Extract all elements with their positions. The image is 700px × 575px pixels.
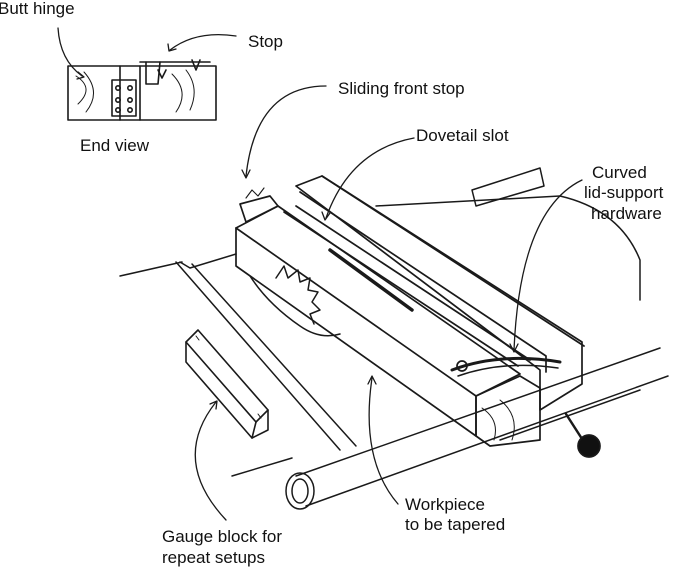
label-stop: Stop <box>248 32 283 51</box>
label-dovetail-slot: Dovetail slot <box>416 126 509 145</box>
leader-sliding-front-stop <box>245 85 327 177</box>
end-view-outline <box>67 65 217 121</box>
butt-hinge-shape <box>111 79 137 117</box>
taper-sled <box>235 175 601 458</box>
leader-workpiece <box>368 377 399 505</box>
end-view-inset <box>67 59 217 121</box>
label-workpiece-1: Workpiece <box>405 495 485 514</box>
saw-blade <box>275 265 321 325</box>
curved-lid-support <box>450 356 562 372</box>
label-curved-hardware-3: hardware <box>591 204 662 223</box>
blade-insert <box>249 275 341 337</box>
end-view-wood-grain <box>75 69 195 113</box>
leader-dovetail-slot <box>325 137 415 219</box>
table-right-edge <box>375 195 641 301</box>
label-workpiece-2: to be tapered <box>405 515 506 534</box>
sled-end-block <box>475 375 541 447</box>
miter-slot <box>175 261 357 451</box>
label-sliding-front-stop: Sliding front stop <box>338 79 465 98</box>
leader-gauge-block <box>194 401 227 521</box>
leader-arrows <box>57 27 583 521</box>
label-butt-hinge: Butt hinge <box>0 0 75 18</box>
rear-rail <box>471 167 545 207</box>
dovetail-slot <box>283 205 531 367</box>
label-end-view: End view <box>80 136 149 155</box>
rail-tube-end <box>285 472 315 510</box>
sled-right-board <box>295 175 583 411</box>
label-curved-hardware-1: Curved <box>592 163 647 182</box>
label-gauge-block-2: repeat setups <box>162 548 266 567</box>
clamp-knob <box>577 434 601 458</box>
table-front-edge <box>231 457 293 477</box>
front-rail-tube <box>295 347 669 507</box>
gauge-block <box>185 329 269 439</box>
leader-stop <box>169 33 237 51</box>
leader-butt-hinge <box>57 27 83 77</box>
label-curved-hardware-2: lid-support <box>584 183 664 202</box>
label-gauge-block-1: Gauge block for <box>162 527 283 546</box>
sliding-front-stop-block <box>239 195 279 223</box>
leader-curved-hardware <box>513 179 583 351</box>
table-saw <box>119 167 669 510</box>
table-left-edge <box>119 261 183 277</box>
